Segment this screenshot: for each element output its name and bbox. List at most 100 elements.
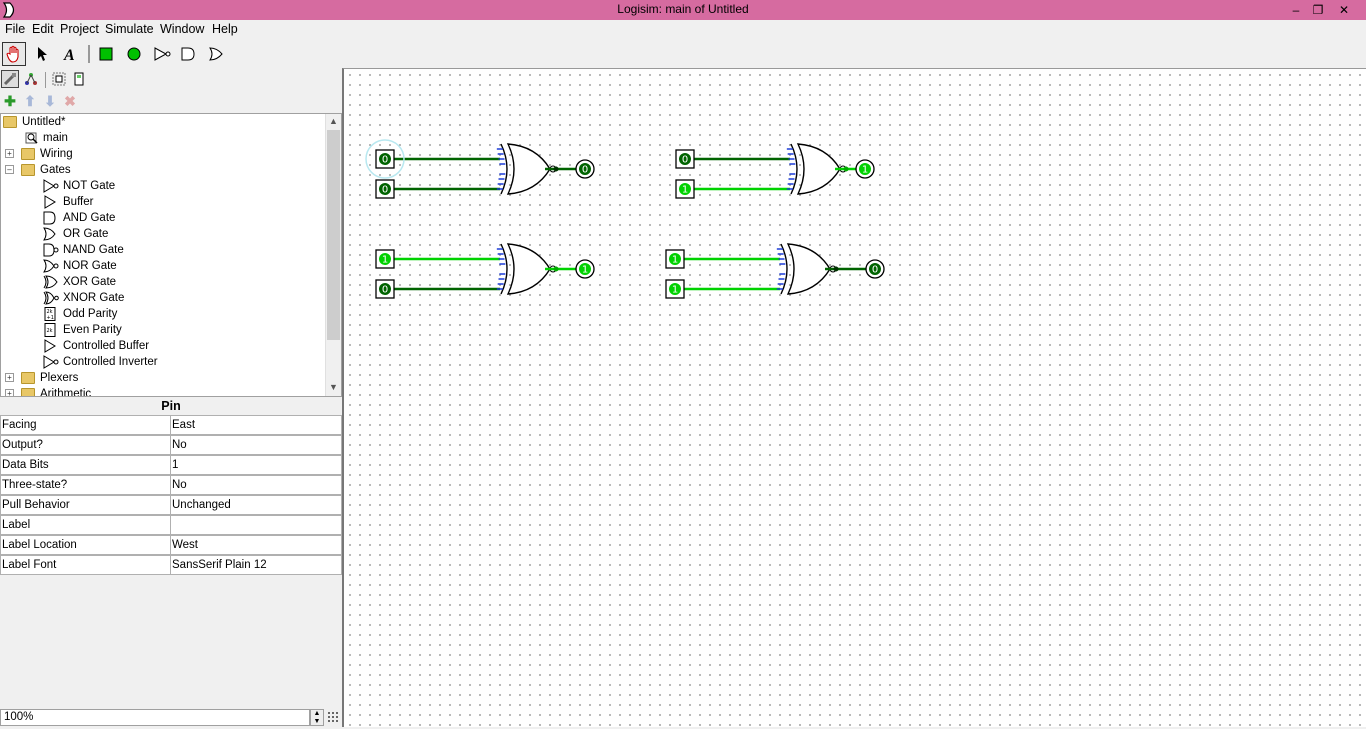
attr-value[interactable]: Unchanged: [172, 499, 231, 511]
tree-item-controlled-inverter[interactable]: Controlled Inverter: [43, 354, 158, 370]
add-not-gate-button[interactable]: [150, 42, 174, 66]
xnor-instance-4-junction: [833, 266, 839, 272]
attr-value[interactable]: No: [172, 479, 187, 491]
not-gate-icon: [43, 179, 59, 193]
attr-row-label[interactable]: Label: [0, 515, 342, 535]
xnor-gate-body: [796, 143, 841, 195]
xnor-instance-1-input-a-value[interactable]: 0: [382, 155, 388, 166]
xnor-instance-4-input-a-value[interactable]: 1: [672, 255, 678, 266]
scroll-up-arrow-icon[interactable]: ▲: [329, 116, 338, 126]
expand-wiring-toggle[interactable]: +: [5, 149, 14, 158]
xnor-instance-3-input-b-value[interactable]: 0: [382, 285, 388, 296]
tree-project-untitled[interactable]: Untitled*: [3, 114, 65, 130]
move-down-button[interactable]: ⬇: [41, 92, 59, 110]
tree-item-buffer[interactable]: Buffer: [43, 194, 93, 210]
logisim-icon: [2, 2, 15, 18]
tree-item-not-gate[interactable]: NOT Gate: [43, 178, 115, 194]
xnor-instance-3-input-a-value[interactable]: 1: [382, 255, 388, 266]
attr-value[interactable]: SansSerif Plain 12: [172, 559, 267, 571]
nand-gate-icon: [43, 243, 59, 257]
tree-label: Wiring: [40, 148, 73, 160]
move-up-button[interactable]: ⬆: [21, 92, 39, 110]
tree-item-controlled-buffer[interactable]: Controlled Buffer: [43, 338, 149, 354]
maximize-button[interactable]: ❐: [1312, 3, 1324, 17]
select-tool-button[interactable]: [30, 42, 54, 66]
edit-appearance-button[interactable]: [70, 70, 88, 88]
add-and-gate-button[interactable]: [176, 42, 200, 66]
menu-simulate[interactable]: Simulate: [105, 22, 154, 36]
attr-value[interactable]: East: [172, 419, 196, 431]
tree-item-nor-gate[interactable]: NOR Gate: [43, 258, 117, 274]
simulation-view-button[interactable]: [22, 70, 40, 88]
xnor-instance-2-input-b-value[interactable]: 1: [682, 185, 688, 196]
xnor-instance-1-input-b-value[interactable]: 0: [382, 185, 388, 196]
add-output-pin-button[interactable]: [122, 42, 146, 66]
attr-row-three-state[interactable]: Three-state?No: [0, 475, 342, 495]
tree-item-odd-parity[interactable]: 2k+1 Odd Parity: [43, 306, 117, 322]
add-input-pin-button[interactable]: [94, 42, 118, 66]
grid-toggle-icon[interactable]: [327, 711, 340, 724]
tree-folder-wiring[interactable]: Wiring: [21, 146, 73, 162]
attr-value[interactable]: No: [172, 439, 187, 451]
menu-project[interactable]: Project: [60, 22, 99, 36]
tree-item-xnor-gate[interactable]: XNOR Gate: [43, 290, 124, 306]
menu-edit[interactable]: Edit: [32, 22, 54, 36]
folder-icon: [3, 116, 17, 128]
magnifier-circuit-icon: [25, 132, 38, 144]
edit-layout-button[interactable]: [50, 70, 68, 88]
toolbox-icon: [3, 73, 16, 86]
xnor-instance-4-output-value: 0: [872, 265, 878, 276]
menu-file[interactable]: File: [5, 22, 26, 36]
tree-item-or-gate[interactable]: OR Gate: [43, 226, 108, 242]
zoom-spinner[interactable]: ▲▼: [310, 709, 324, 726]
tree-label: Untitled*: [22, 116, 66, 128]
tree-item-xor-gate[interactable]: XOR Gate: [43, 274, 116, 290]
attr-value[interactable]: 1: [172, 459, 179, 471]
tree-item-even-parity[interactable]: 2k Even Parity: [43, 322, 122, 338]
tree-label: NOT Gate: [63, 180, 116, 192]
attr-value[interactable]: West: [172, 539, 198, 551]
delete-circuit-button[interactable]: ✖: [61, 92, 79, 110]
add-or-gate-button[interactable]: [204, 42, 228, 66]
text-tool-button[interactable]: A: [58, 42, 82, 66]
main-toolbar: A: [0, 40, 342, 68]
layout-icon: [52, 72, 66, 86]
collapse-gates-toggle[interactable]: –: [5, 165, 14, 174]
xor-gate-icon: [43, 275, 58, 289]
tree-label: Gates: [40, 164, 71, 176]
toolbox-view-button[interactable]: [1, 70, 19, 88]
menu-help[interactable]: Help: [212, 22, 238, 36]
expand-plexers-toggle[interactable]: +: [5, 373, 14, 382]
tree-folder-gates[interactable]: Gates: [21, 162, 71, 178]
xnor-instance-4-output-led: [869, 263, 881, 275]
expand-arithmetic-toggle[interactable]: +: [5, 389, 14, 396]
minimize-button[interactable]: –: [1292, 3, 1300, 17]
tree-item-nand-gate[interactable]: NAND Gate: [43, 242, 124, 258]
folder-icon: [21, 148, 35, 160]
tree-item-and-gate[interactable]: AND Gate: [43, 210, 115, 226]
menu-window[interactable]: Window: [160, 22, 205, 36]
xnor-instance-4-input-b-value[interactable]: 1: [672, 285, 678, 296]
attribute-table-title: Pin: [161, 399, 181, 413]
xnor-gate-body: [506, 243, 551, 295]
tree-folder-plexers[interactable]: Plexers: [21, 370, 78, 386]
scroll-down-arrow-icon[interactable]: ▼: [329, 382, 338, 392]
add-circuit-button[interactable]: ✚: [1, 92, 19, 110]
tree-folder-arithmetic[interactable]: Arithmetic: [21, 386, 91, 396]
svg-text:2k: 2k: [47, 328, 53, 334]
explorer-tree: Untitled* main + Wiring – Gates NOT Gate…: [0, 113, 342, 397]
tree-circuit-main[interactable]: main: [25, 130, 68, 146]
poke-tool-button[interactable]: [2, 42, 26, 66]
explorer-scroll-thumb[interactable]: [327, 130, 340, 340]
close-button[interactable]: ✕: [1338, 3, 1350, 17]
xnor-instance-2-input-a-value[interactable]: 0: [682, 155, 688, 166]
attr-row-output[interactable]: Output?No: [0, 435, 342, 455]
zoom-field[interactable]: 100%: [0, 709, 310, 726]
